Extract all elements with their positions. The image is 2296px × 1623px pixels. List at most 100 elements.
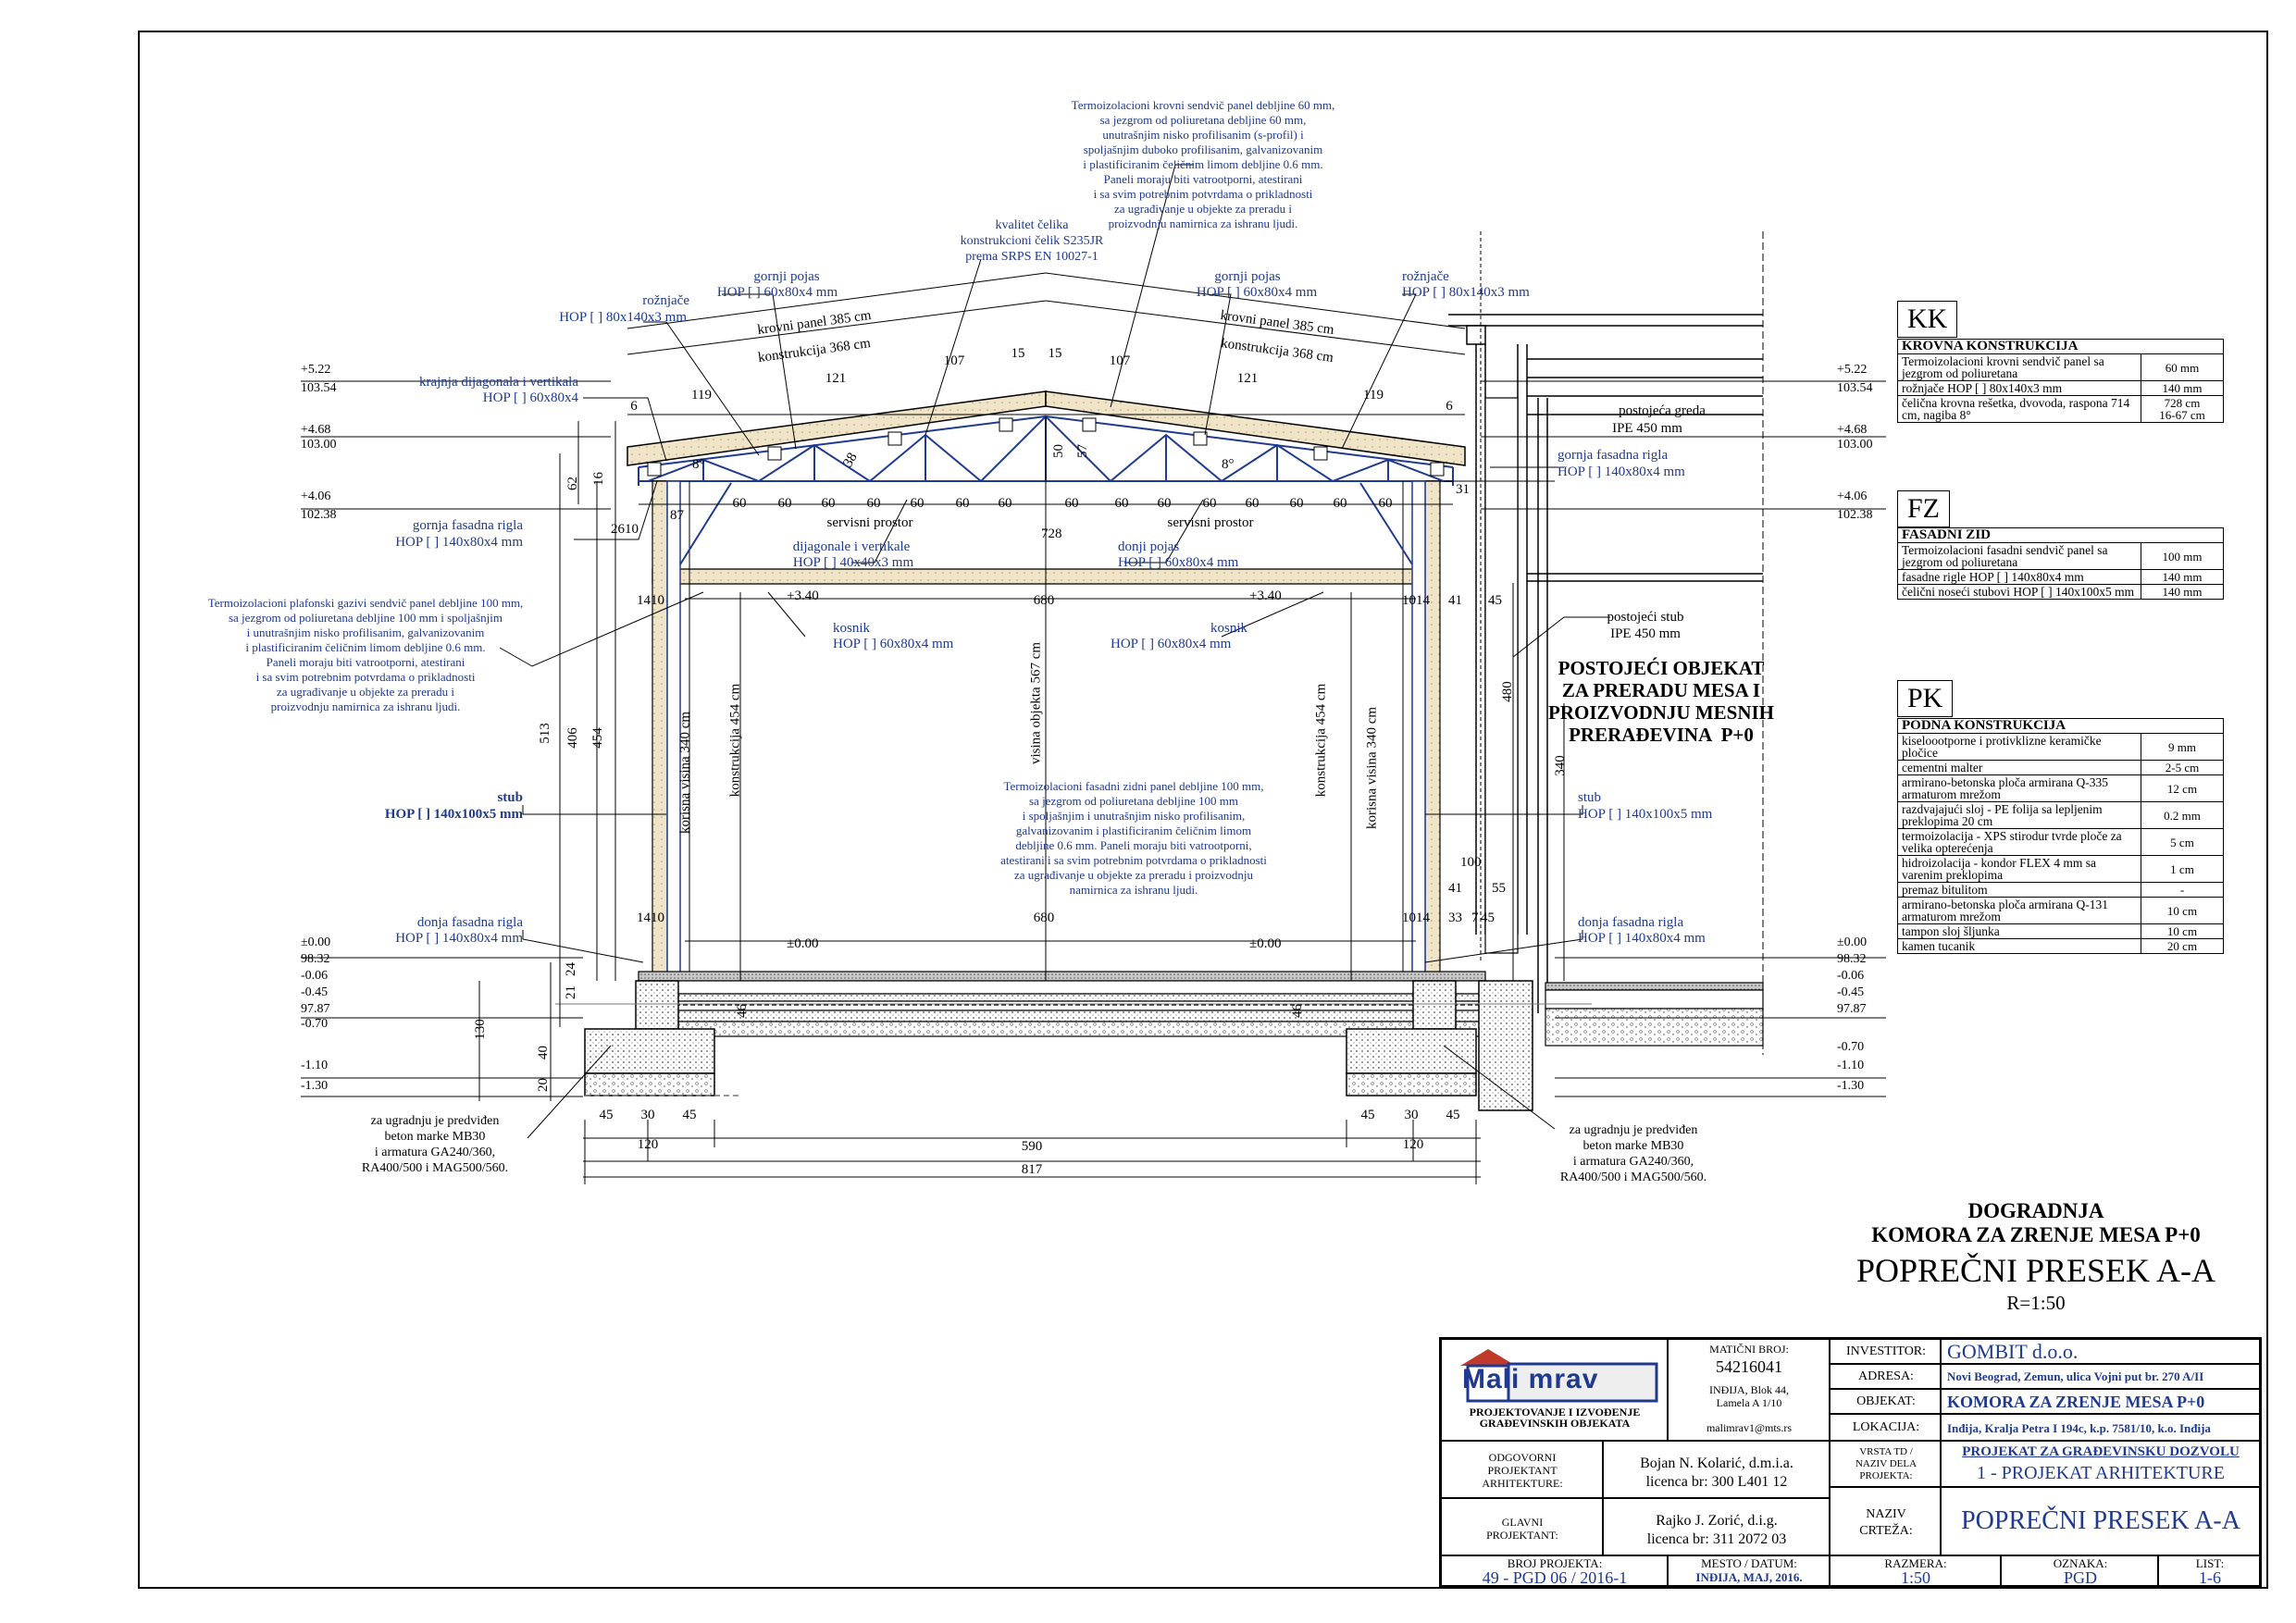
company-logo-text: Mali mrav [1462, 1364, 1599, 1394]
label-brace-left: kosnik [833, 621, 871, 636]
label-top-chord-right: gornji pojas [1214, 269, 1281, 284]
broj-cell: BROJ PROJEKTA: 49 - PGD 06 / 2016-1 [1441, 1555, 1668, 1586]
dim-60-n: 60 [1333, 496, 1347, 511]
kosnik-braces [679, 482, 1413, 565]
fz-row-val: 140 mm [2141, 569, 2224, 585]
dim-60-g: 60 [998, 496, 1012, 511]
level-r-000: ±0.00 [1837, 935, 1868, 949]
dim-480: 480 [1499, 681, 1515, 702]
label-end-diagonal: krajnja dijagonala i vertikala [418, 375, 578, 390]
dim-24: 24 [564, 962, 578, 976]
dim-120-left: 120 [637, 1137, 659, 1152]
dim-590: 590 [1021, 1139, 1043, 1154]
pk-row-val: 9 mm [2141, 733, 2224, 761]
kk-code: KK [1897, 301, 1958, 338]
house-logo-icon [1460, 1349, 1658, 1403]
kk-table: KROVNA KONSTRUKCIJA Termoizolacioni krov… [1897, 339, 2224, 423]
dim-817: 817 [1021, 1162, 1043, 1177]
dim-60-o: 60 [1378, 496, 1393, 511]
fz-code: FZ [1897, 490, 1951, 527]
dim-60-j: 60 [1157, 496, 1172, 511]
label-purlin-left-profile: HOP [ ] 80x140x3 mm [559, 310, 687, 325]
label-upper-rail-left-profile: HOP [ ] 140x80x4 mm [395, 535, 523, 550]
level-r-10300: 103.00 [1837, 438, 1873, 452]
dim-60-a: 60 [732, 496, 747, 511]
kk-row-desc: Termoizolacioni krovni sendvič panel sa … [1897, 353, 2141, 381]
dim-50: 50 [1051, 444, 1066, 458]
mesto: INĐIJA, MAJ, 2016. [1695, 1570, 1803, 1584]
lokacija-label-cell: LOKACIJA: [1830, 1414, 1941, 1441]
level-l-10238: 102.38 [301, 508, 337, 522]
investor-cell: GOMBIT d.o.o. [1941, 1339, 2260, 1364]
label-lower-rail-left: donja fasadna rigla [416, 915, 523, 930]
naziv-label-cell: NAZIV CRTEŽA: [1830, 1487, 1941, 1555]
dim-57: 57 [1075, 444, 1090, 458]
label-purlin-left: rožnjače [642, 293, 689, 308]
level-l-10300: 103.00 [301, 438, 337, 452]
oznaka-cell: OZNAKA: PGD [2001, 1555, 2158, 1586]
level-r-468: +4.68 [1837, 423, 1868, 437]
dim-30-foot-b: 30 [1404, 1108, 1419, 1122]
dim-41-top: 41 [1448, 593, 1462, 608]
dim-728: 728 [1041, 527, 1062, 541]
fz-row-desc: fasadne rigle HOP [ ] 140x80x4 mm [1897, 569, 2141, 585]
lokacija: Inđija, Kralja Petra I 194c, k.p. 7581/1… [1947, 1421, 2211, 1435]
dim-45-foot-a: 45 [599, 1108, 614, 1122]
label-upper-rail-right-profile: HOP [ ] 140x80x4 mm [1558, 465, 1685, 479]
main-name: Rajko J. Zorić, d.i.g. licenca br: 311 2… [1646, 1513, 1787, 1547]
dim-406: 406 [565, 727, 580, 749]
fz-title: FASADNI ZID [1897, 527, 2224, 543]
level-l-522: +5.22 [301, 363, 331, 377]
naziv: POPREČNI PRESEK A-A [1961, 1506, 2240, 1535]
label-column-right-profile: HOP [ ] 140x100x5 mm [1578, 807, 1713, 822]
level-l-9787: 97.87 [301, 1002, 330, 1016]
list-label: LIST: [2195, 1556, 2225, 1570]
objekat: KOMORA ZA ZRENJE MESA P+0 [1947, 1393, 2205, 1411]
level-l-006: -0.06 [301, 969, 329, 983]
dim-121-left: 121 [825, 371, 847, 386]
objekat-cell: KOMORA ZA ZRENJE MESA P+0 [1941, 1389, 2260, 1414]
adresa: Novi Beograd, Zemun, ulica Vojni put br.… [1947, 1369, 2204, 1383]
pk-row-val: 20 cm [2141, 938, 2224, 954]
pk-title: PODNA KONSTRUKCIJA [1897, 718, 2224, 734]
drawing-title-line1: DOGRADNJA [1967, 1199, 2104, 1222]
level-r-130: -1.30 [1837, 1079, 1865, 1093]
adresa-label: ADRESA: [1858, 1369, 1914, 1383]
label-brace-left-profile: HOP [ ] 60x80x4 mm [833, 637, 954, 651]
company-description: PROJEKTOVANJE I IZVOĐENJE GRAĐEVINSKIH O… [1469, 1406, 1641, 1430]
note-roof-panel: Termoizolacioni krovni sendvič panel deb… [1071, 98, 1335, 230]
dim-15-left: 15 [1011, 346, 1025, 361]
label-construction-454-left: konstrukcija 454 cm [727, 683, 743, 798]
dim-60-e: 60 [910, 496, 925, 511]
dim-130: 130 [472, 1019, 488, 1040]
main-label: GLAVNI PROJEKTANT: [1486, 1516, 1558, 1542]
pk-row-desc: kiseloootporne i protivklizne keramičke … [1897, 733, 2141, 761]
dim-62: 62 [565, 477, 580, 490]
dim-31: 31 [1456, 482, 1470, 497]
label-end-diagonal-profile: HOP [ ] 60x80x4 [482, 390, 578, 405]
vrsta-cell: PROJEKAT ZA GRAĐEVINSKU DOZVOLU 1 - PROJ… [1941, 1441, 2260, 1487]
dim-45-bottom: 45 [1481, 911, 1495, 925]
label-building-height: visina objekta 567 cm [1028, 641, 1044, 765]
investor: GOMBIT d.o.o. [1947, 1340, 2079, 1363]
label-brace-right-profile: HOP [ ] 60x80x4 mm [1111, 637, 1232, 651]
label-bottom-chord-profile: HOP [ ] 60x80x4 mm [1118, 555, 1239, 570]
naziv-label: NAZIV CRTEŽA: [1859, 1507, 1913, 1538]
dim-60-b: 60 [777, 496, 792, 511]
investor-label-cell: INVESTITOR: [1830, 1339, 1941, 1364]
pk-row-val: 12 cm [2141, 774, 2224, 802]
investor-label: INVESTITOR: [1845, 1344, 1927, 1358]
level-r-045: -0.45 [1837, 985, 1865, 999]
dim-45-foot-c: 45 [1360, 1108, 1375, 1122]
note-ceiling-panel: Termoizolacioni plafonski gazivi sendvič… [207, 596, 524, 713]
dim-87: 87 [670, 508, 684, 523]
note-wall-panel: Termoizolacioni fasadni zidni panel debl… [1000, 779, 1267, 897]
dim-6-left: 6 [630, 399, 638, 414]
level-lines-left [301, 380, 611, 1097]
kk-title: KROVNA KONSTRUKCIJA [1897, 339, 2224, 354]
dim-7: 7 [1471, 911, 1479, 925]
label-level-340-right: +3.40 [1249, 588, 1282, 603]
label-lower-rail-right-profile: HOP [ ] 140x80x4 mm [1578, 931, 1706, 946]
naziv-cell: POPREČNI PRESEK A-A [1941, 1487, 2260, 1555]
label-service-space-right: servisni prostor [1167, 515, 1254, 530]
